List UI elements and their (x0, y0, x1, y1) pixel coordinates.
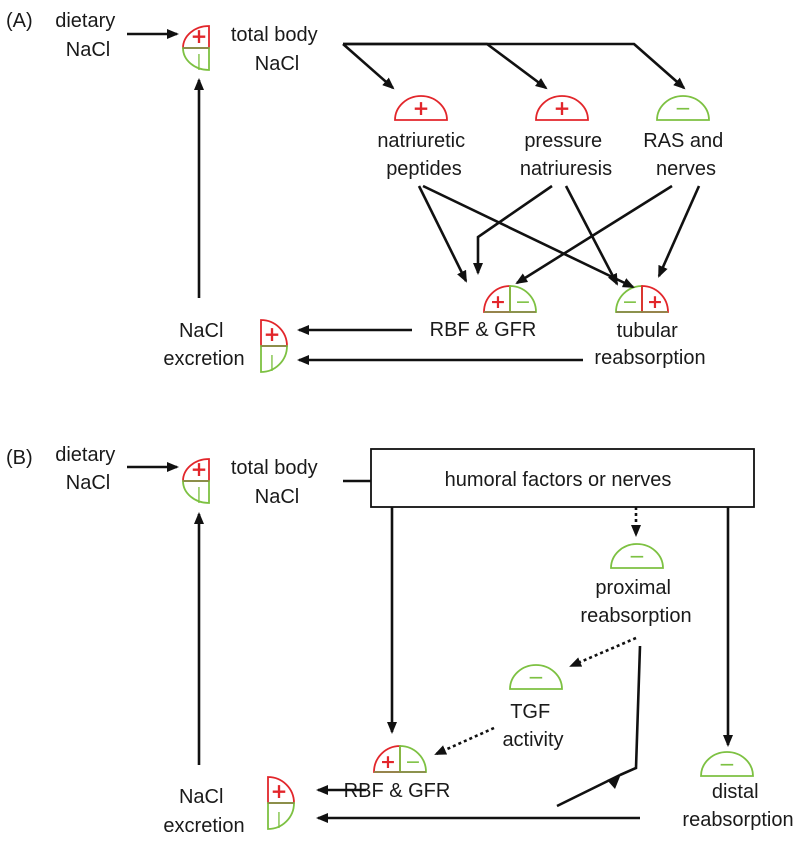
b-rbf-plus-minus-icon: + − (373, 745, 427, 773)
b-edge-proximal-to-excretion (619, 645, 642, 777)
svg-text:|: | (269, 352, 274, 371)
svg-text:+: + (413, 96, 430, 120)
svg-text:+: + (271, 779, 288, 803)
b-tgf-minus-icon: − (509, 664, 563, 690)
a-edge-pressure-to-rbf (473, 184, 553, 275)
b-rbf-gfr-label: RBF & GFR (344, 780, 451, 802)
svg-text:|: | (196, 484, 201, 503)
a-natriuretic-peptides-label: natriuretic peptides (377, 130, 470, 180)
svg-text:|: | (276, 809, 281, 828)
a-pressure-plus-icon: + (535, 95, 589, 121)
svg-text:+: + (191, 457, 208, 481)
a-edge-total-to-pressure (343, 42, 548, 90)
a-natriuretic-plus-icon: + (394, 95, 448, 121)
b-excretion-plus-minus-icon: + | (267, 776, 295, 830)
a-edge-natriuretic-to-rbf (417, 185, 468, 283)
svg-text:−: − (515, 291, 531, 313)
a-tubular-minus-plus-icon: − + (615, 285, 669, 313)
svg-text:+: + (554, 96, 571, 120)
a-pressure-natriuresis-label: pressure natriuresis (520, 130, 612, 180)
svg-text:−: − (629, 544, 646, 568)
svg-text:−: − (528, 665, 545, 689)
b-total-body-plus-minus-icon: + | (182, 457, 210, 504)
a-edge-ras-to-tubular (657, 185, 701, 278)
a-tubular-reabsorption-label: tubular reabsorption (594, 320, 705, 369)
a-total-body-plus-minus-icon: + | (182, 24, 210, 71)
a-edge-ras-to-rbf (515, 184, 673, 285)
panel-a-label: (A) (6, 10, 33, 32)
b-distal-minus-icon: − (700, 751, 754, 777)
svg-text:+: + (647, 291, 663, 313)
svg-text:+: + (191, 24, 208, 48)
b-edge-proximal-arrowhead (607, 774, 621, 789)
svg-text:|: | (196, 51, 201, 70)
svg-text:+: + (490, 291, 506, 313)
b-proximal-minus-icon: − (610, 543, 664, 569)
b-humoral-label: humoral factors or nerves (445, 469, 672, 491)
b-edge-proximal-to-tgf (569, 636, 637, 668)
a-nacl-excretion-label: NaCl excretion (163, 320, 244, 370)
a-dietary-nacl-label: dietary NaCl (55, 10, 121, 61)
b-nacl-excretion-label: NaCl excretion (163, 786, 244, 837)
svg-text:−: − (405, 751, 421, 773)
panel-b-label: (B) (6, 447, 33, 469)
a-rbf-gfr-label: RBF & GFR (430, 319, 537, 341)
b-distal-reabsorption-label: distal reabsorption (682, 781, 793, 831)
a-ras-nerves-label: RAS and nerves (643, 130, 729, 180)
svg-text:−: − (622, 291, 638, 313)
a-edge-total-to-natriuretic (342, 43, 395, 90)
b-tgf-activity-label: TGF activity (502, 701, 563, 751)
a-excretion-plus-minus-icon: + | (260, 319, 288, 373)
a-ras-minus-icon: − (656, 95, 710, 121)
svg-text:−: − (719, 752, 736, 776)
b-dietary-nacl-label: dietary NaCl (55, 444, 121, 494)
b-humoral-box (370, 448, 755, 508)
a-edge-total-to-ras (343, 42, 686, 90)
svg-text:−: − (675, 96, 692, 120)
a-rbf-plus-minus-icon: + − (483, 285, 537, 313)
a-total-body-nacl-label: total body NaCl (231, 24, 323, 75)
b-total-body-nacl-label: total body NaCl (231, 457, 323, 508)
svg-text:+: + (264, 322, 281, 346)
panel-a: (A) dietary NaCl + | total body NaCl + + (6, 10, 729, 373)
svg-text:+: + (380, 751, 396, 773)
a-edge-natriuretic-to-tubular (422, 184, 635, 289)
panel-b: (B) dietary NaCl + | total body NaCl hum… (6, 444, 794, 837)
b-proximal-reabsorption-label: proximal reabsorption (580, 577, 691, 627)
b-edge-tgf-to-rbf (434, 726, 495, 756)
